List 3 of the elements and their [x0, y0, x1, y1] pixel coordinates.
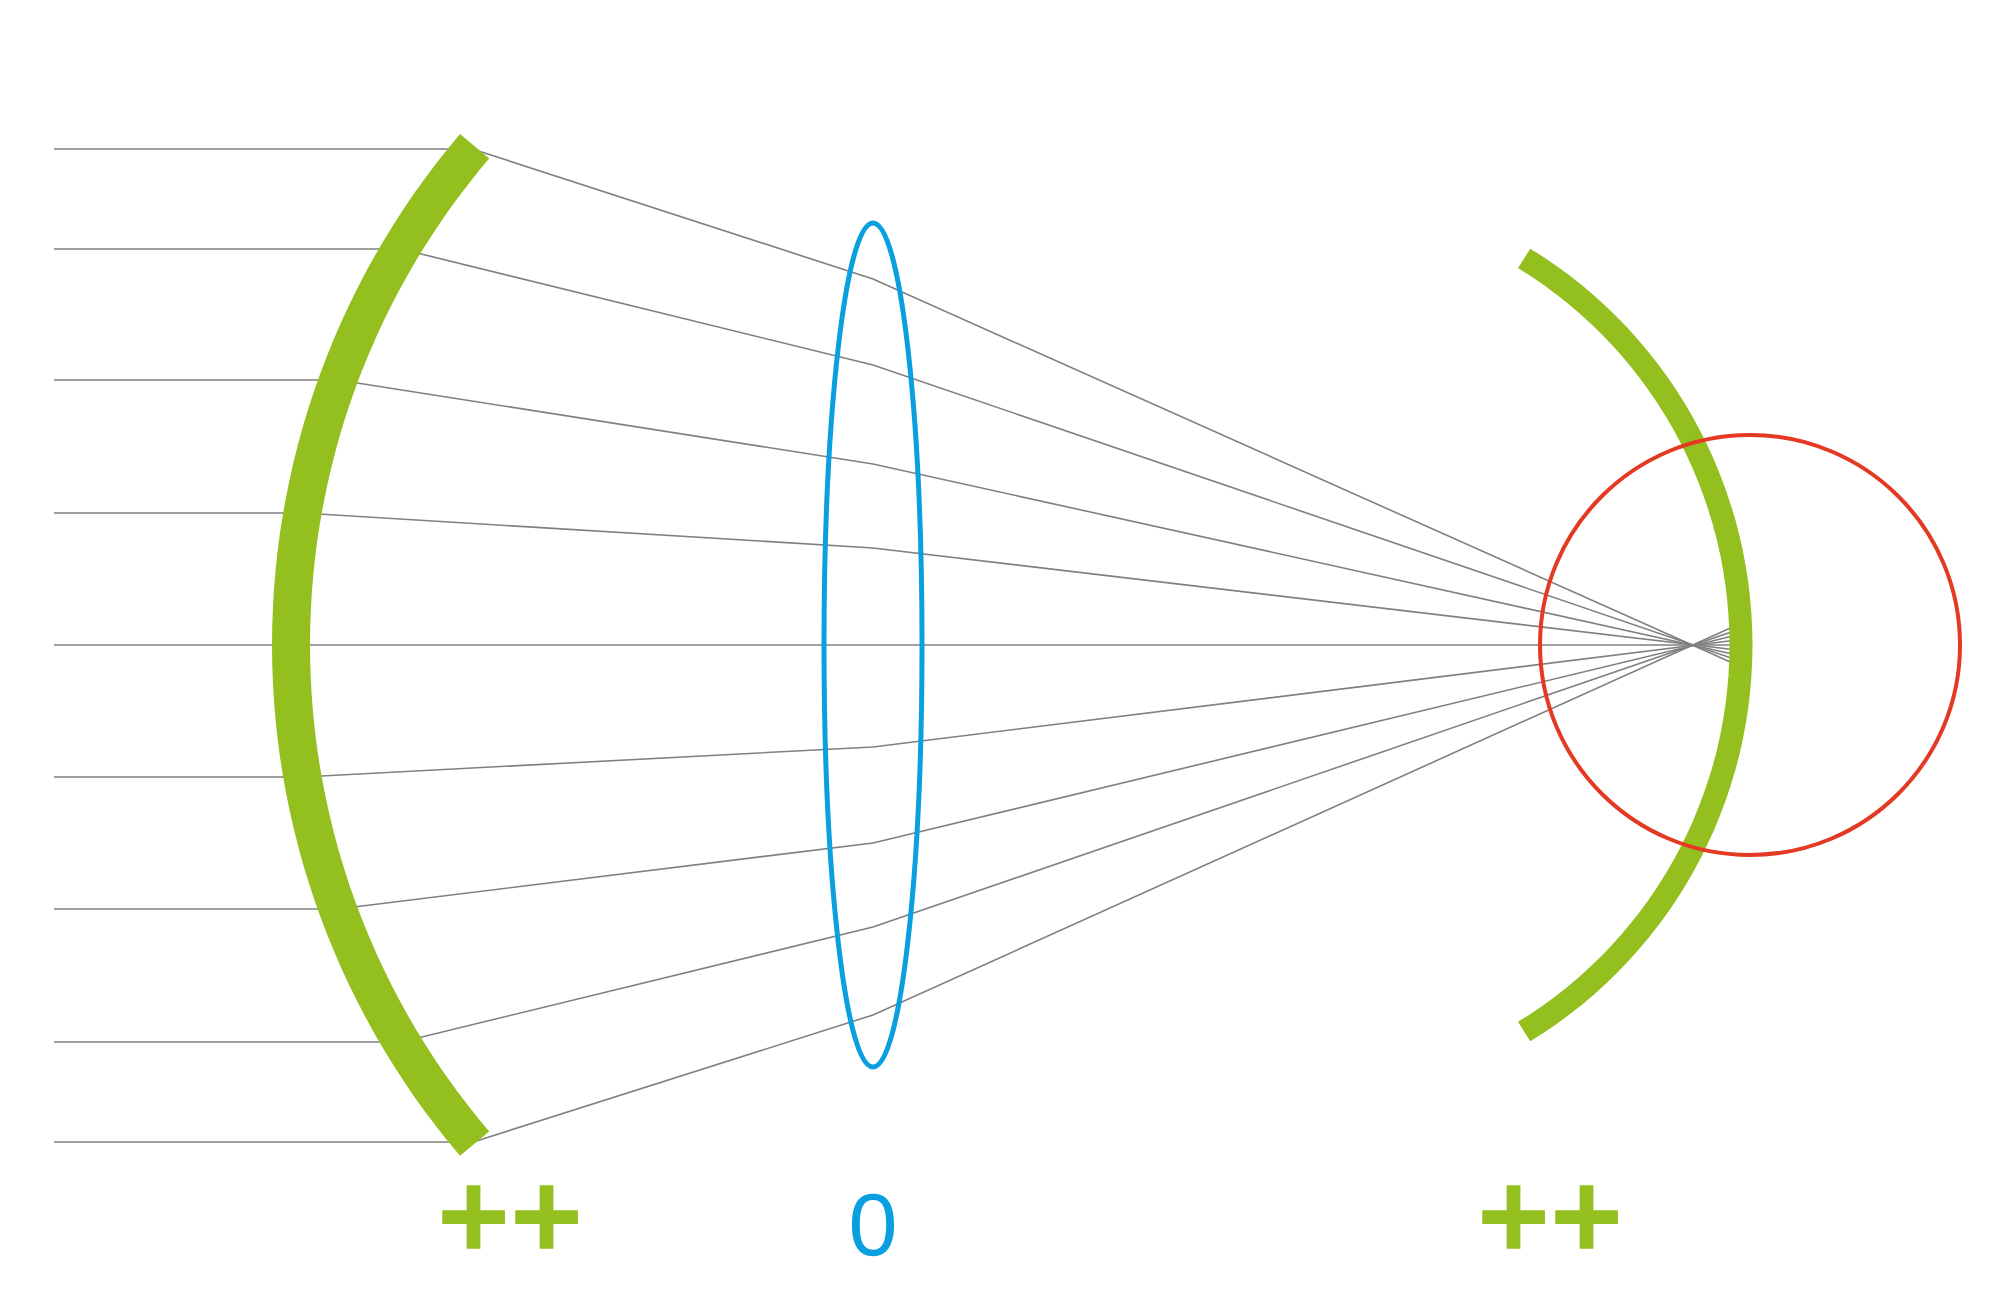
- power-label: ++: [442, 1185, 578, 1249]
- power-label: ++: [1482, 1185, 1618, 1249]
- power-label: 0: [852, 1193, 895, 1257]
